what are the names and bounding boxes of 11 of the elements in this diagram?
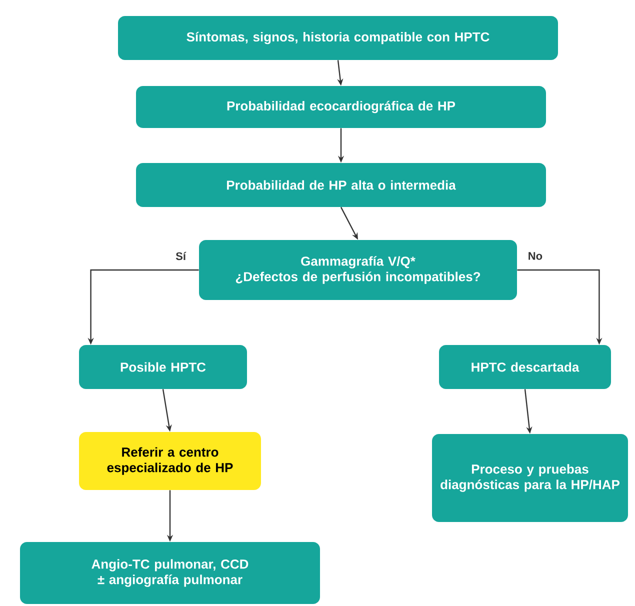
process-box: HPTC descartada: [439, 345, 611, 389]
process-box: Síntomas, signos, historia compatible con HPTC: [118, 16, 558, 60]
process-box: Proceso y pruebas diagnósticas para la HP/HAP: [432, 434, 628, 522]
process-box: Posible HPTC: [79, 345, 247, 389]
highlight-box: Referir a centro especializado de HP: [79, 432, 261, 490]
edge-label: Sí: [174, 250, 187, 262]
decision-box: Gammagrafía V/Q* ¿Defectos de perfusión incompatibles?: [199, 240, 517, 300]
process-box: Angio-TC pulmonar, CCD ± angiografía pulmonar: [20, 542, 320, 604]
process-box: Probabilidad ecocardiográfica de HP: [136, 86, 546, 128]
edge-label: No: [526, 251, 544, 261]
process-box: Probabilidad de HP alta o intermedia: [136, 163, 546, 207]
